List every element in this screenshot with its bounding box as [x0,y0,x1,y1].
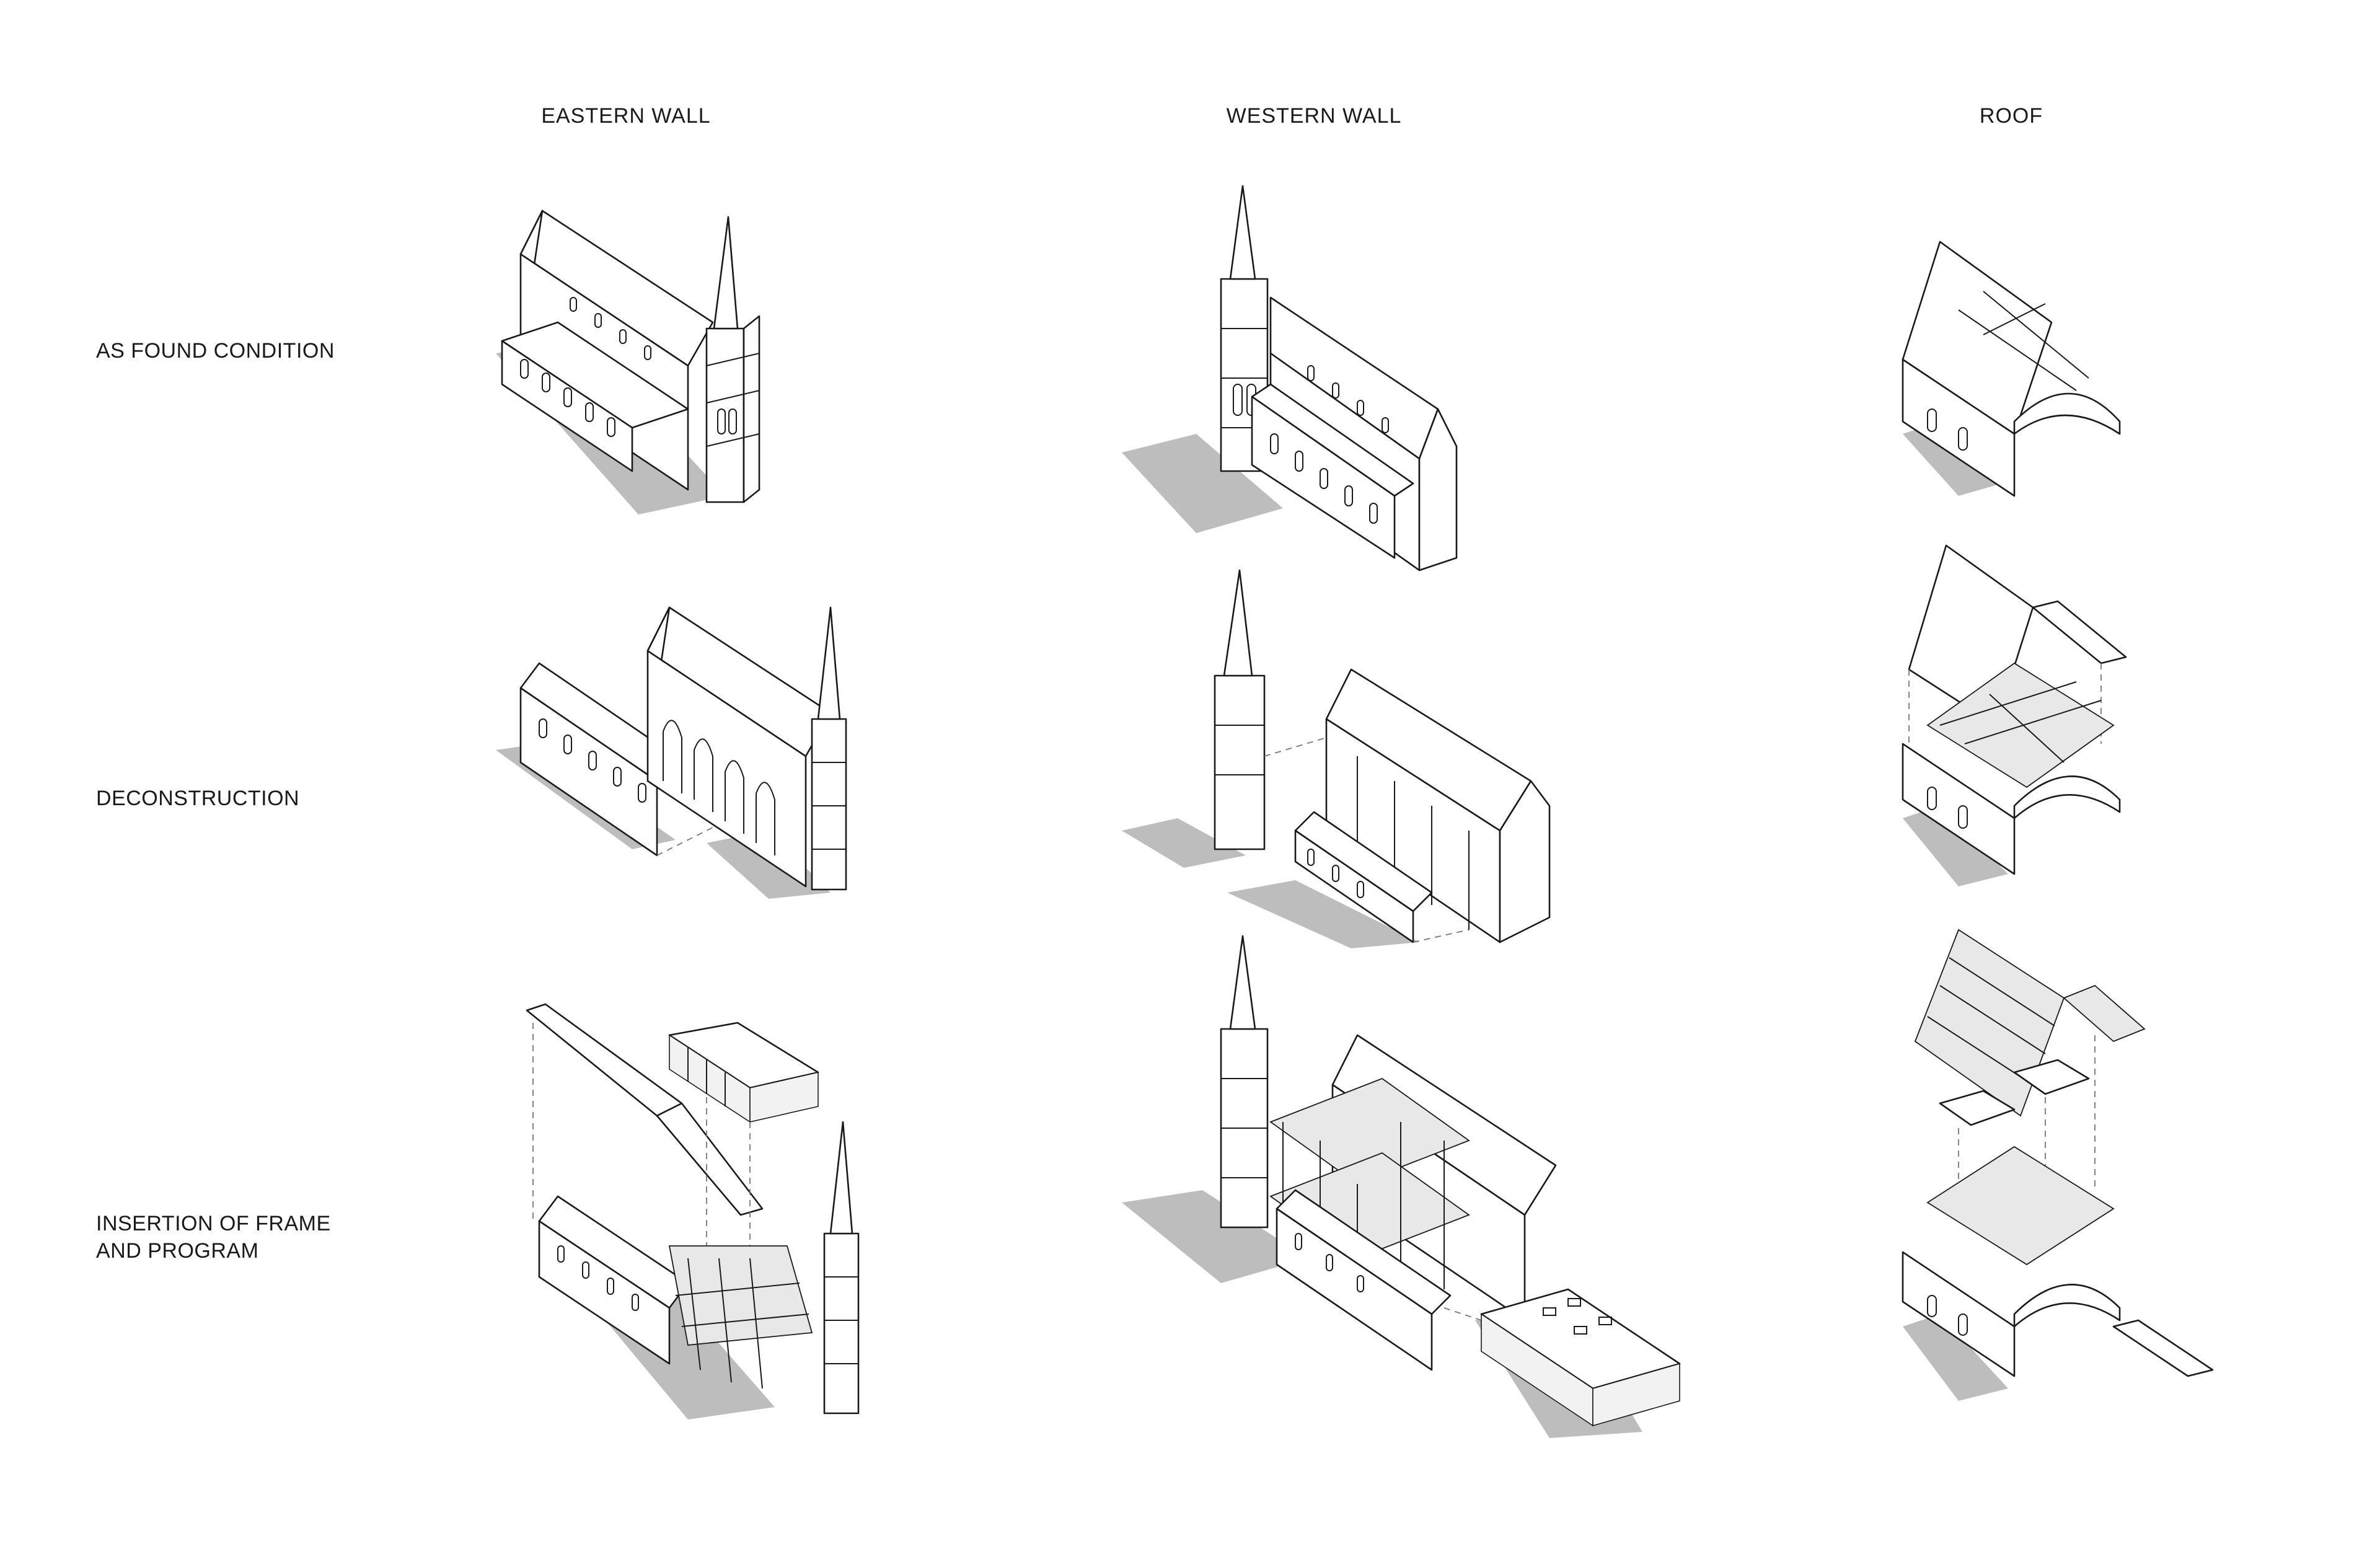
drawing-western-as-found [1122,185,1458,572]
column-heading-western-wall: WESTERN WALL [1226,104,1402,128]
drawing-roof-deconstruction [1902,544,2127,886]
drawing-western-deconstruction [1122,569,1551,948]
drawing-roof-as-found [1902,241,2121,497]
column-heading-eastern-wall: EASTERN WALL [541,104,711,128]
row-heading-as-found-condition: AS FOUND CONDITION [96,337,335,364]
drawing-western-insertion [1122,935,1681,1438]
column-heading-roof: ROOF [1979,104,2043,128]
drawing-eastern-deconstruction [496,606,847,899]
drawing-eastern-insertion [526,1003,860,1419]
drawing-eastern-as-found [496,210,760,514]
row-heading-line: DECONSTRUCTION [96,787,300,810]
row-heading-line: INSERTION OF FRAME [96,1212,331,1235]
row-heading-line: AS FOUND CONDITION [96,339,335,363]
row-heading-insertion-of-frame-and-program: INSERTION OF FRAME AND PROGRAM [96,1210,331,1265]
row-heading-deconstruction: DECONSTRUCTION [96,785,299,812]
drawing-roof-insertion [1902,929,2214,1401]
row-heading-line: AND PROGRAM [96,1239,259,1263]
